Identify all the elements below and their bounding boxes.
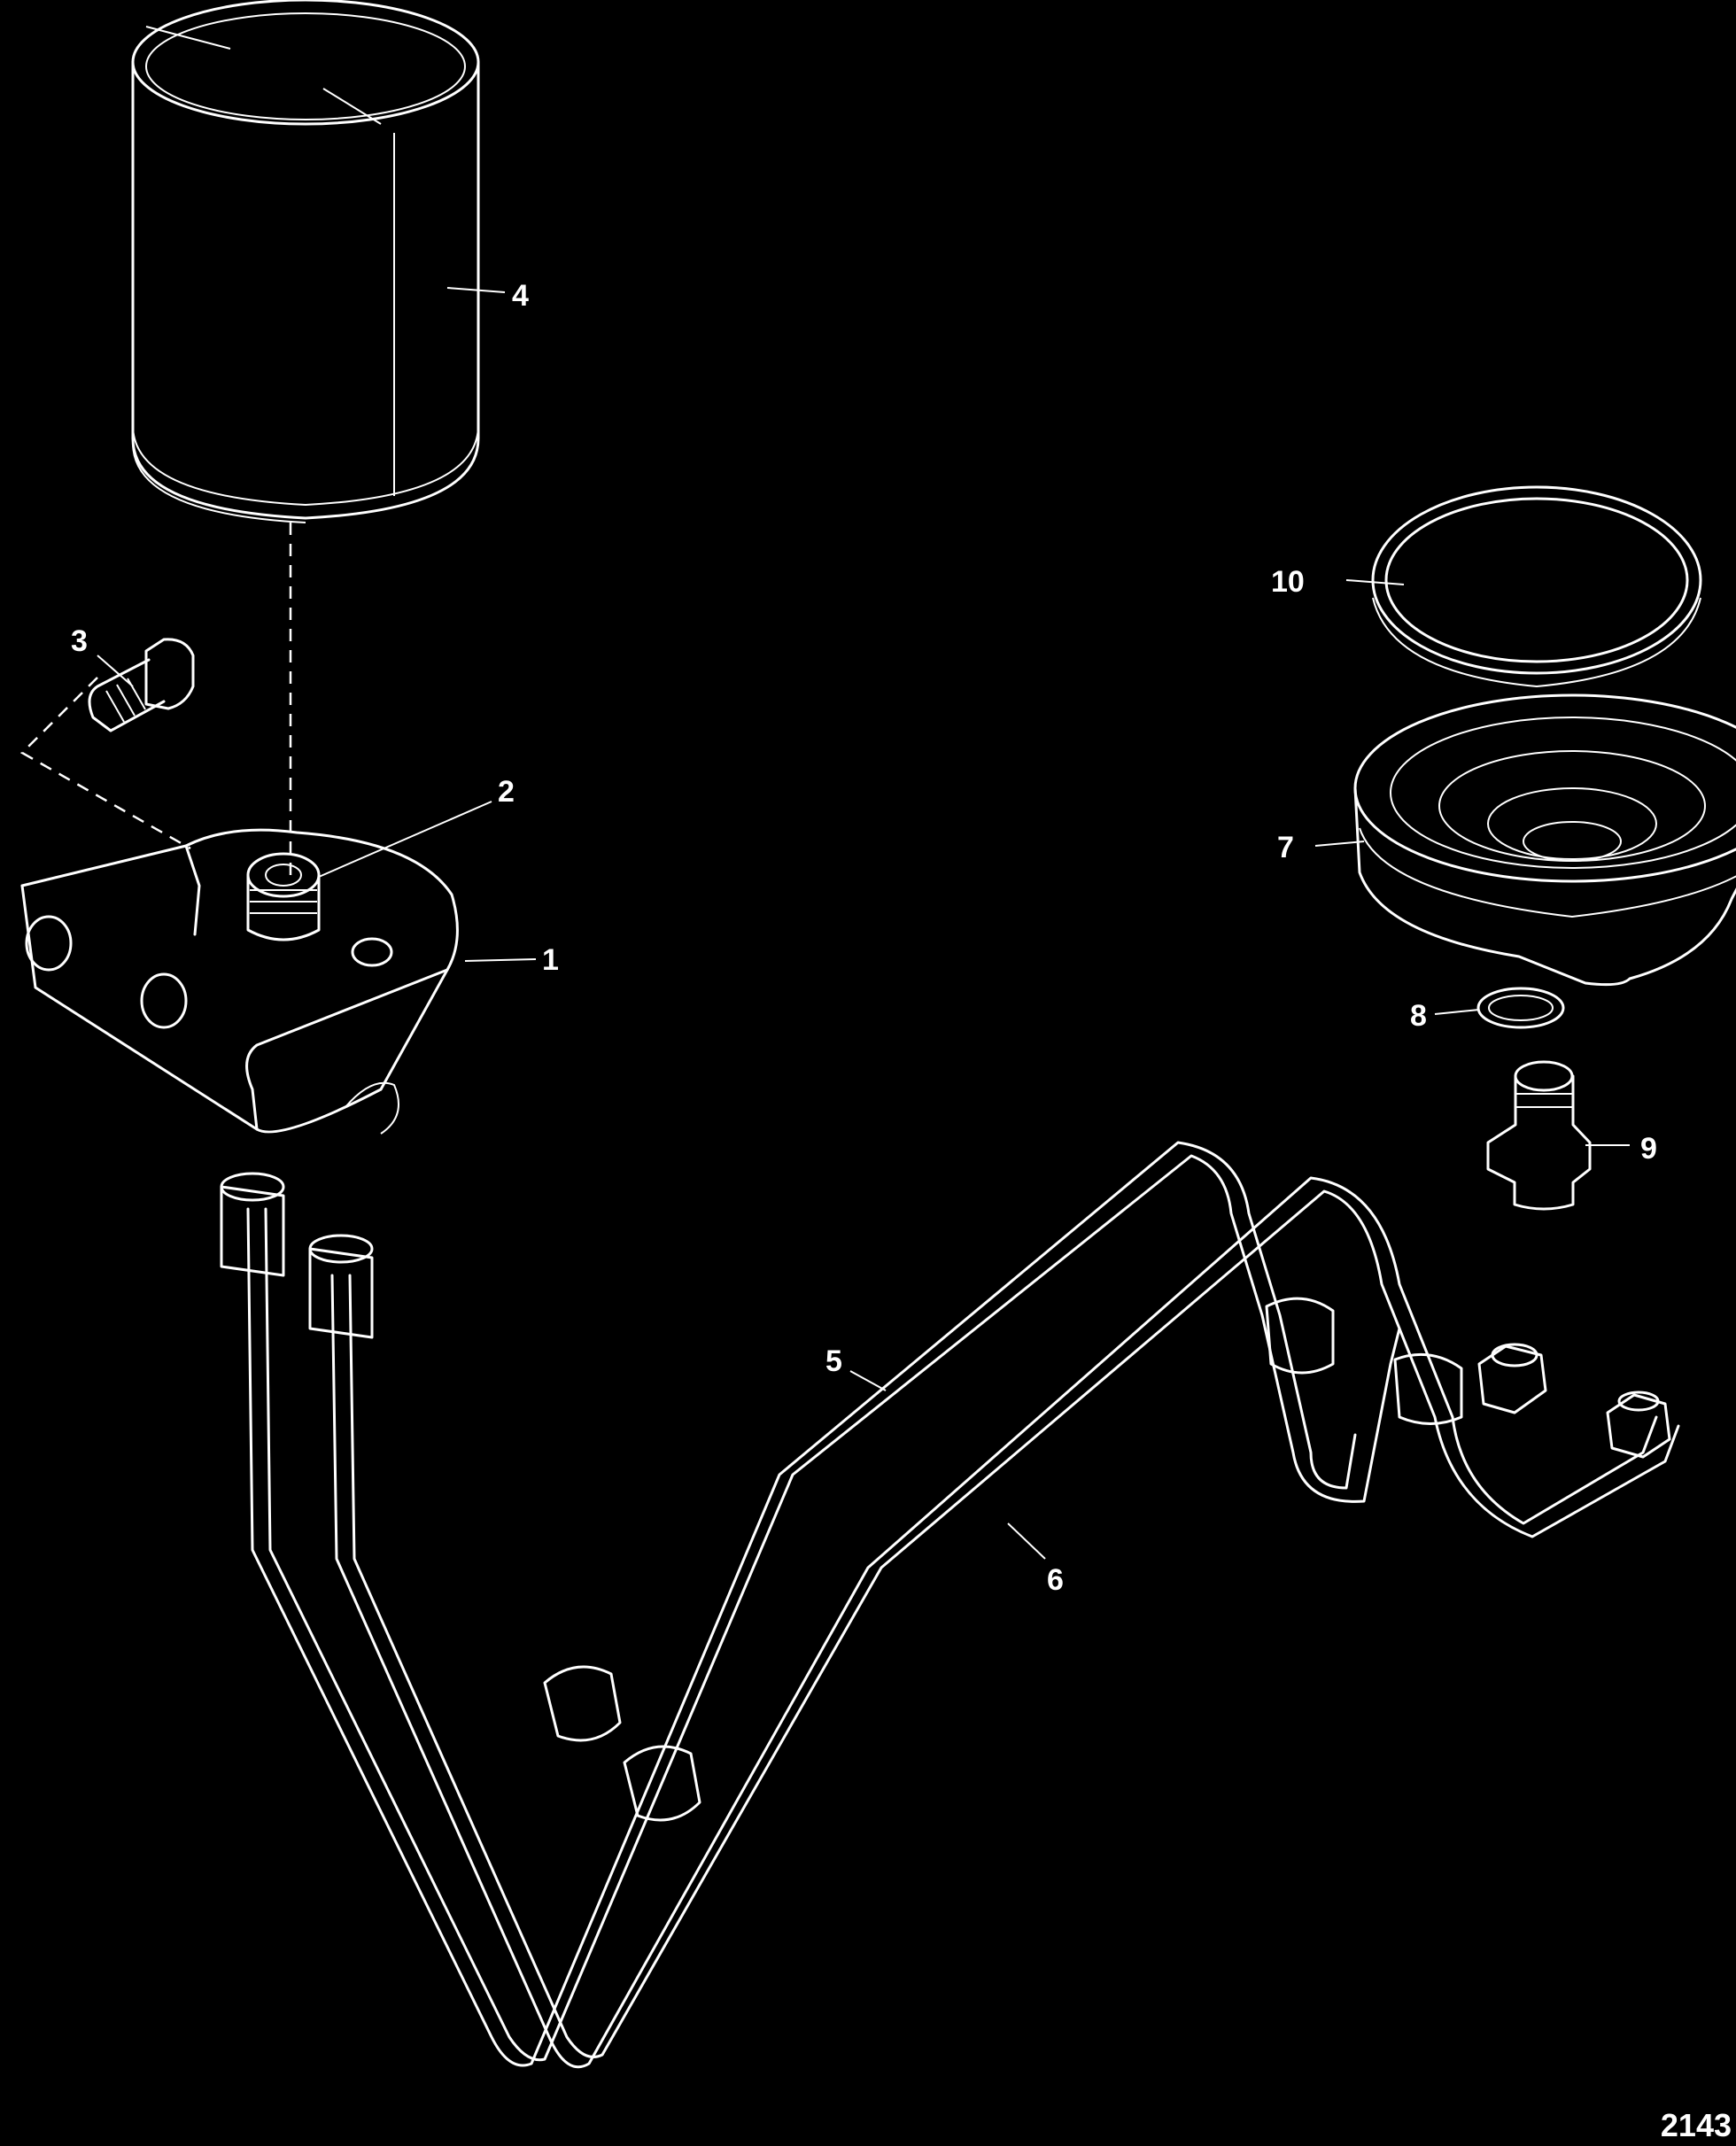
filter-adapter-housing [1353, 693, 1736, 987]
callout-8: 8 [1410, 999, 1427, 1033]
leader-10 [1345, 579, 1405, 585]
callout-2: 2 [498, 775, 515, 809]
bolt-alignment-line [19, 677, 191, 850]
callout-6: 6 [1047, 1563, 1064, 1597]
leader-3 [97, 655, 134, 687]
callout-4: 4 [512, 279, 529, 313]
large-o-ring [1371, 485, 1702, 688]
threaded-nipple [246, 852, 321, 941]
oil-line-5 [220, 1141, 1401, 2067]
adapter-fitting [1486, 1060, 1592, 1211]
small-o-ring [1476, 987, 1565, 1029]
leader-2 [318, 801, 492, 878]
oil-filter-canister [131, 0, 480, 523]
callout-3: 3 [71, 624, 88, 658]
leader-5 [849, 1370, 887, 1391]
line-end-fittings [1265, 1297, 1671, 1459]
figure-number: 2143 [1661, 2107, 1732, 2143]
callout-5: 5 [825, 1344, 842, 1378]
line-ferrule-fittings [543, 1665, 701, 1822]
oil-line-6 [308, 1176, 1680, 2069]
leader-7 [1314, 841, 1365, 847]
filter-adapter-bracket [20, 828, 459, 1135]
leader-8 [1434, 1009, 1480, 1015]
leader-6 [1007, 1522, 1046, 1560]
callout-9: 9 [1640, 1132, 1657, 1166]
callout-7: 7 [1277, 831, 1294, 864]
callout-1: 1 [542, 943, 559, 977]
leader-4 [446, 287, 506, 293]
callout-10: 10 [1271, 565, 1305, 599]
mounting-bolt [88, 638, 195, 732]
leader-1 [464, 958, 537, 962]
